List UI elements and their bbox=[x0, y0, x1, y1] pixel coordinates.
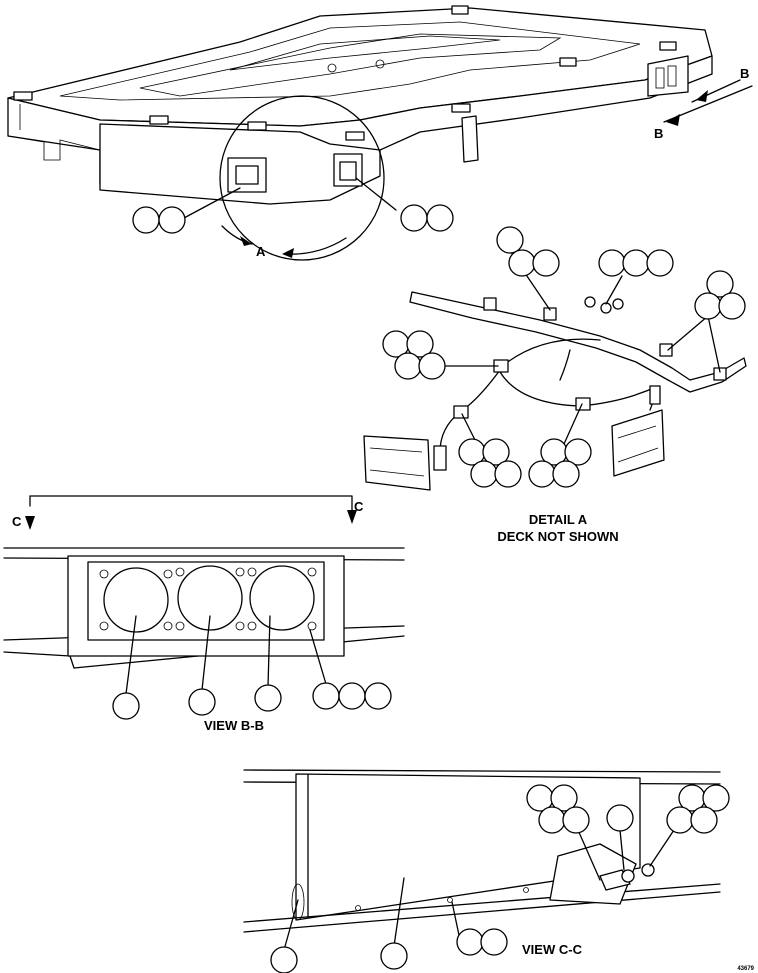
callout-circle bbox=[598, 249, 626, 277]
detail-a-title: DETAIL A bbox=[529, 512, 588, 527]
view-c-c-panel bbox=[243, 769, 721, 951]
receptacle-3 bbox=[249, 565, 315, 631]
callout-circle bbox=[418, 352, 446, 380]
section-c-label-right: C bbox=[354, 499, 364, 514]
receptacle-1 bbox=[103, 567, 169, 633]
callout-circle bbox=[562, 806, 590, 834]
view-b-b-title: VIEW B-B bbox=[204, 718, 264, 733]
callout-circle bbox=[380, 942, 408, 970]
section-c-arrows: C C bbox=[12, 495, 364, 530]
callout-circle bbox=[528, 460, 556, 488]
callout-circle bbox=[538, 806, 566, 834]
callout-group bbox=[132, 177, 454, 234]
view-c-c-title: VIEW C-C bbox=[522, 942, 583, 957]
callout-circle bbox=[496, 226, 524, 254]
callout-circle bbox=[312, 682, 340, 710]
callout-circle bbox=[606, 804, 634, 832]
callout-circle bbox=[112, 692, 140, 720]
figure-number: 43679 bbox=[737, 966, 754, 972]
detail-a-callouts bbox=[382, 226, 746, 488]
view-b-b-panel bbox=[3, 547, 405, 695]
callout-circle bbox=[470, 460, 498, 488]
deck-assembly-isometric bbox=[7, 5, 713, 205]
section-b-label-top: B bbox=[740, 66, 749, 81]
callout-circle bbox=[494, 460, 522, 488]
callout-circle bbox=[456, 928, 484, 956]
detail-a-circle bbox=[219, 95, 385, 261]
callout-circle bbox=[508, 249, 536, 277]
callout-circle bbox=[338, 682, 366, 710]
callout-circle bbox=[690, 806, 718, 834]
section-b-arrows: B B bbox=[654, 66, 753, 141]
callout-circle bbox=[270, 946, 298, 973]
callout-circle bbox=[552, 460, 580, 488]
callout-circle bbox=[254, 684, 282, 712]
callout-circle bbox=[406, 330, 434, 358]
detail-a-harness bbox=[363, 253, 747, 491]
callout-circle bbox=[666, 806, 694, 834]
section-a-arrow: A bbox=[221, 225, 347, 259]
callout-circle bbox=[188, 688, 216, 716]
view-c-c-callouts bbox=[270, 784, 730, 973]
callout-circle bbox=[426, 204, 454, 232]
view-b-b-callouts bbox=[112, 682, 392, 720]
detail-a-subtitle: DECK NOT SHOWN bbox=[497, 529, 618, 544]
callout-circle bbox=[646, 249, 674, 277]
callout-circle bbox=[480, 928, 508, 956]
callout-circle bbox=[564, 438, 592, 466]
callout-circle bbox=[158, 206, 186, 234]
callout-circle bbox=[482, 438, 510, 466]
callout-circle bbox=[550, 784, 578, 812]
callout-circle bbox=[622, 249, 650, 277]
callout-circle bbox=[702, 784, 730, 812]
section-c-label-left: C bbox=[12, 514, 22, 529]
callout-circle bbox=[706, 270, 734, 298]
section-b-label-bottom: B bbox=[654, 126, 663, 141]
callout-circle bbox=[394, 352, 422, 380]
receptacle-2 bbox=[177, 565, 243, 631]
callout-circle bbox=[532, 249, 560, 277]
callout-circle bbox=[694, 292, 722, 320]
section-a-label: A bbox=[256, 244, 266, 259]
callout-circle bbox=[364, 682, 392, 710]
callout-circle bbox=[400, 204, 428, 232]
callout-circle bbox=[718, 292, 746, 320]
callout-circle bbox=[132, 206, 160, 234]
